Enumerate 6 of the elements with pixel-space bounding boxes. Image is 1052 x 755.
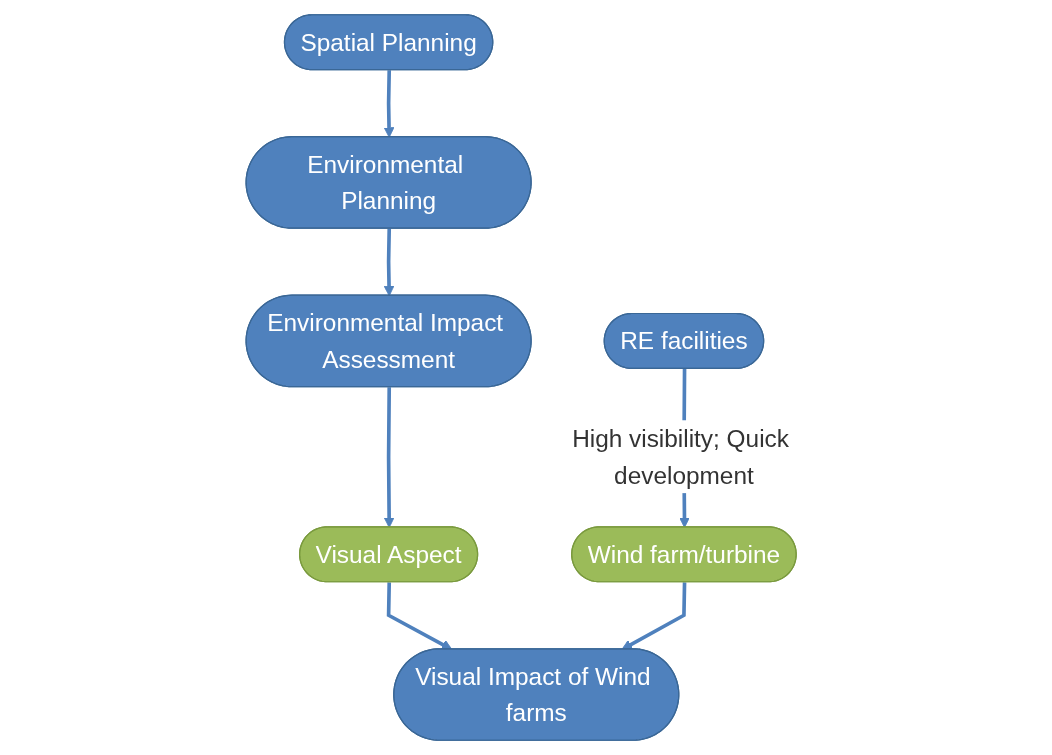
arrow [621, 582, 687, 650]
arrow [386, 582, 453, 650]
arrow [383, 228, 395, 297]
edge-label: High visibility; Quick development [572, 425, 789, 489]
arrow [383, 70, 395, 138]
arrow [383, 387, 395, 528]
